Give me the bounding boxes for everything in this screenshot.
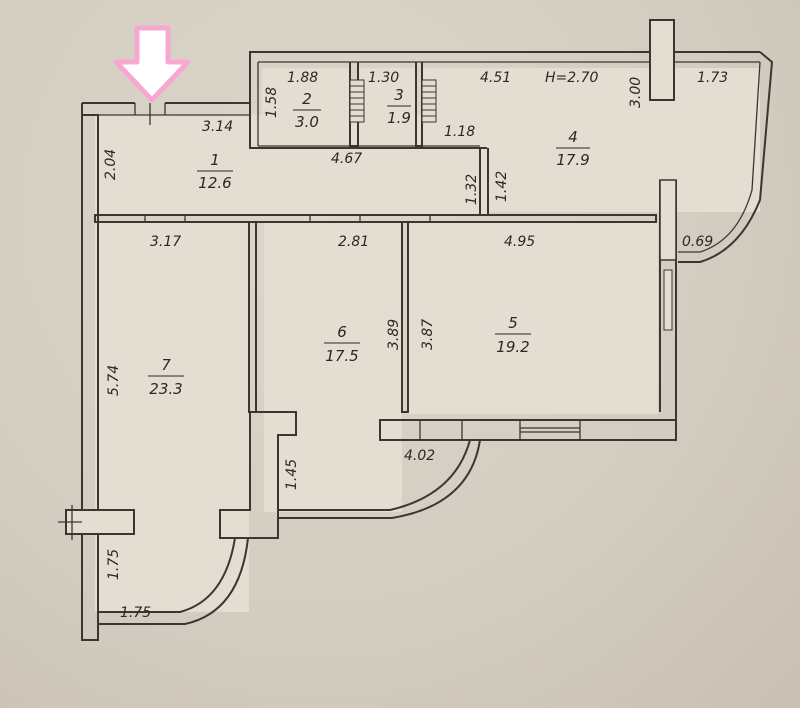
dimension-label: 1.75 <box>120 605 151 621</box>
dimension-labels: 1.88 1.30 4.51 1.73 1.58 3.14 2.04 4.67 … <box>103 70 728 621</box>
dimension-label: 1.45 <box>284 459 300 490</box>
room-3: 3 1.9 <box>387 86 411 127</box>
room-2: 2 3.0 <box>293 90 321 131</box>
room-area: 23.3 <box>149 380 182 398</box>
room-area: 19.2 <box>496 338 529 356</box>
dimension-label: 1.18 <box>444 124 475 140</box>
entrance-arrow-icon <box>113 25 191 103</box>
room-area: 1.9 <box>387 109 411 127</box>
dimension-label: 1.88 <box>287 70 318 86</box>
room-area: 17.5 <box>325 347 358 365</box>
room-area: 3.0 <box>295 113 319 131</box>
dimension-label: 4.51 <box>480 70 511 86</box>
room-number: 5 <box>508 314 518 332</box>
room-7: 7 23.3 <box>148 356 184 398</box>
dimension-label: 1.58 <box>264 87 280 118</box>
room-5: 5 19.2 <box>495 314 531 356</box>
dimension-label: 1.75 <box>106 549 122 580</box>
room-number: 3 <box>394 86 404 104</box>
room-fills <box>95 68 760 612</box>
outer-walls <box>58 19 774 641</box>
dimension-label: 4.02 <box>404 448 435 464</box>
room-area: 17.9 <box>556 151 589 169</box>
dimension-label: 2.04 <box>103 149 119 180</box>
dimension-label: 4.67 <box>331 151 362 167</box>
dimension-label: 5.74 <box>106 365 122 396</box>
room-4: 4 17.9 <box>556 128 590 169</box>
dimension-label: 1.42 <box>494 171 510 202</box>
dimension-label: 3.87 <box>420 319 436 350</box>
dimension-label: 3.89 <box>386 319 402 350</box>
room-number: 1 <box>210 151 220 169</box>
room-number: 4 <box>568 128 578 146</box>
dimension-label: 3.17 <box>150 234 181 250</box>
ventilation-shafts <box>349 79 437 123</box>
dimension-label: 0.69 <box>682 234 713 250</box>
ceiling-height-label: H=2.70 <box>545 70 599 86</box>
room-number: 6 <box>337 323 347 341</box>
dimension-label: 3.00 <box>628 77 644 108</box>
dimension-label: 1.30 <box>368 70 399 86</box>
room-1: 1 12.6 <box>197 151 233 192</box>
room-area: 12.6 <box>198 174 231 192</box>
room-number: 7 <box>161 356 171 374</box>
dimension-label: 2.81 <box>338 234 369 250</box>
room-number: 2 <box>302 90 312 108</box>
dimension-label: 1.73 <box>697 70 728 86</box>
dimension-label: 1.32 <box>464 174 480 205</box>
dimension-label: 4.95 <box>504 234 535 250</box>
dimension-label: 3.14 <box>202 119 233 135</box>
room-6: 6 17.5 <box>324 323 360 365</box>
